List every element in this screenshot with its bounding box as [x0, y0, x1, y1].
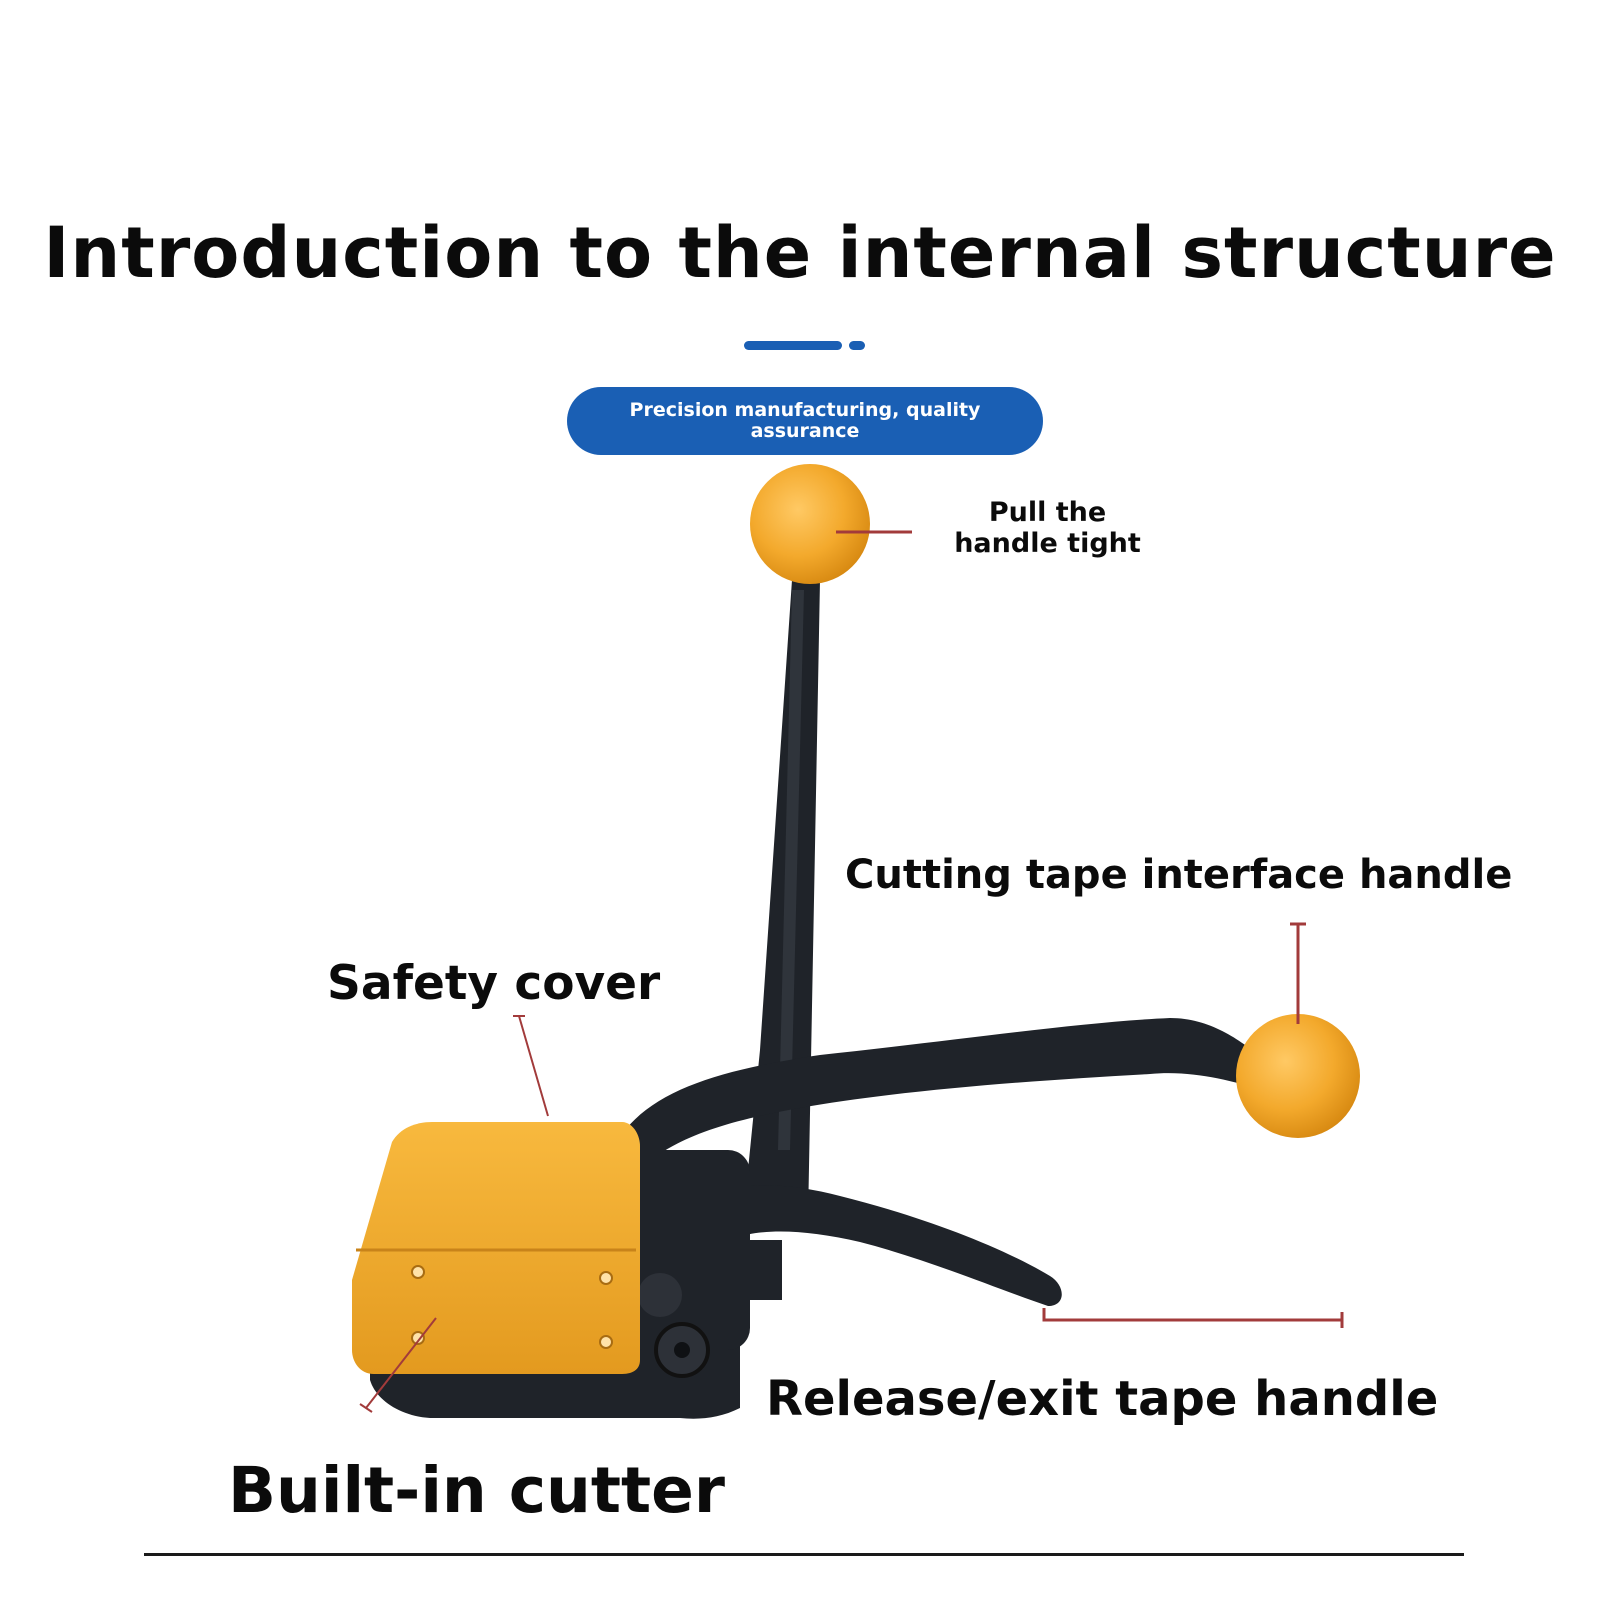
leader-line-cutting: [1290, 922, 1306, 1024]
leader-line-cutter: [359, 1317, 437, 1413]
label-built-in-cutter: Built-in cutter: [228, 1454, 725, 1527]
cutting-handle-ball: [1236, 1014, 1360, 1138]
release-handle-arm: [690, 1185, 1062, 1306]
label-cutting-handle: Cutting tape interface handle: [845, 852, 1513, 898]
tension-handle-ball: [750, 464, 870, 584]
title-accent-dash-short: [849, 341, 865, 350]
leader-line-release: [1042, 1308, 1344, 1328]
bottom-divider: [144, 1553, 1464, 1556]
page-title: Introduction to the internal structure: [43, 212, 1557, 294]
label-release-handle: Release/exit tape handle: [766, 1371, 1439, 1427]
leader-line-safety: [513, 1015, 549, 1117]
title-accent-dash-long: [744, 341, 842, 350]
safety-cover: [352, 1122, 640, 1374]
label-pull-handle: Pull the handle tight: [954, 497, 1141, 559]
cutting-handle-arm: [618, 1018, 1262, 1170]
quality-badge-text: Precision manufacturing, quality assuran…: [629, 399, 981, 442]
label-safety-cover: Safety cover: [327, 956, 661, 1011]
quality-badge: Precision manufacturing, quality assuran…: [567, 387, 1043, 455]
